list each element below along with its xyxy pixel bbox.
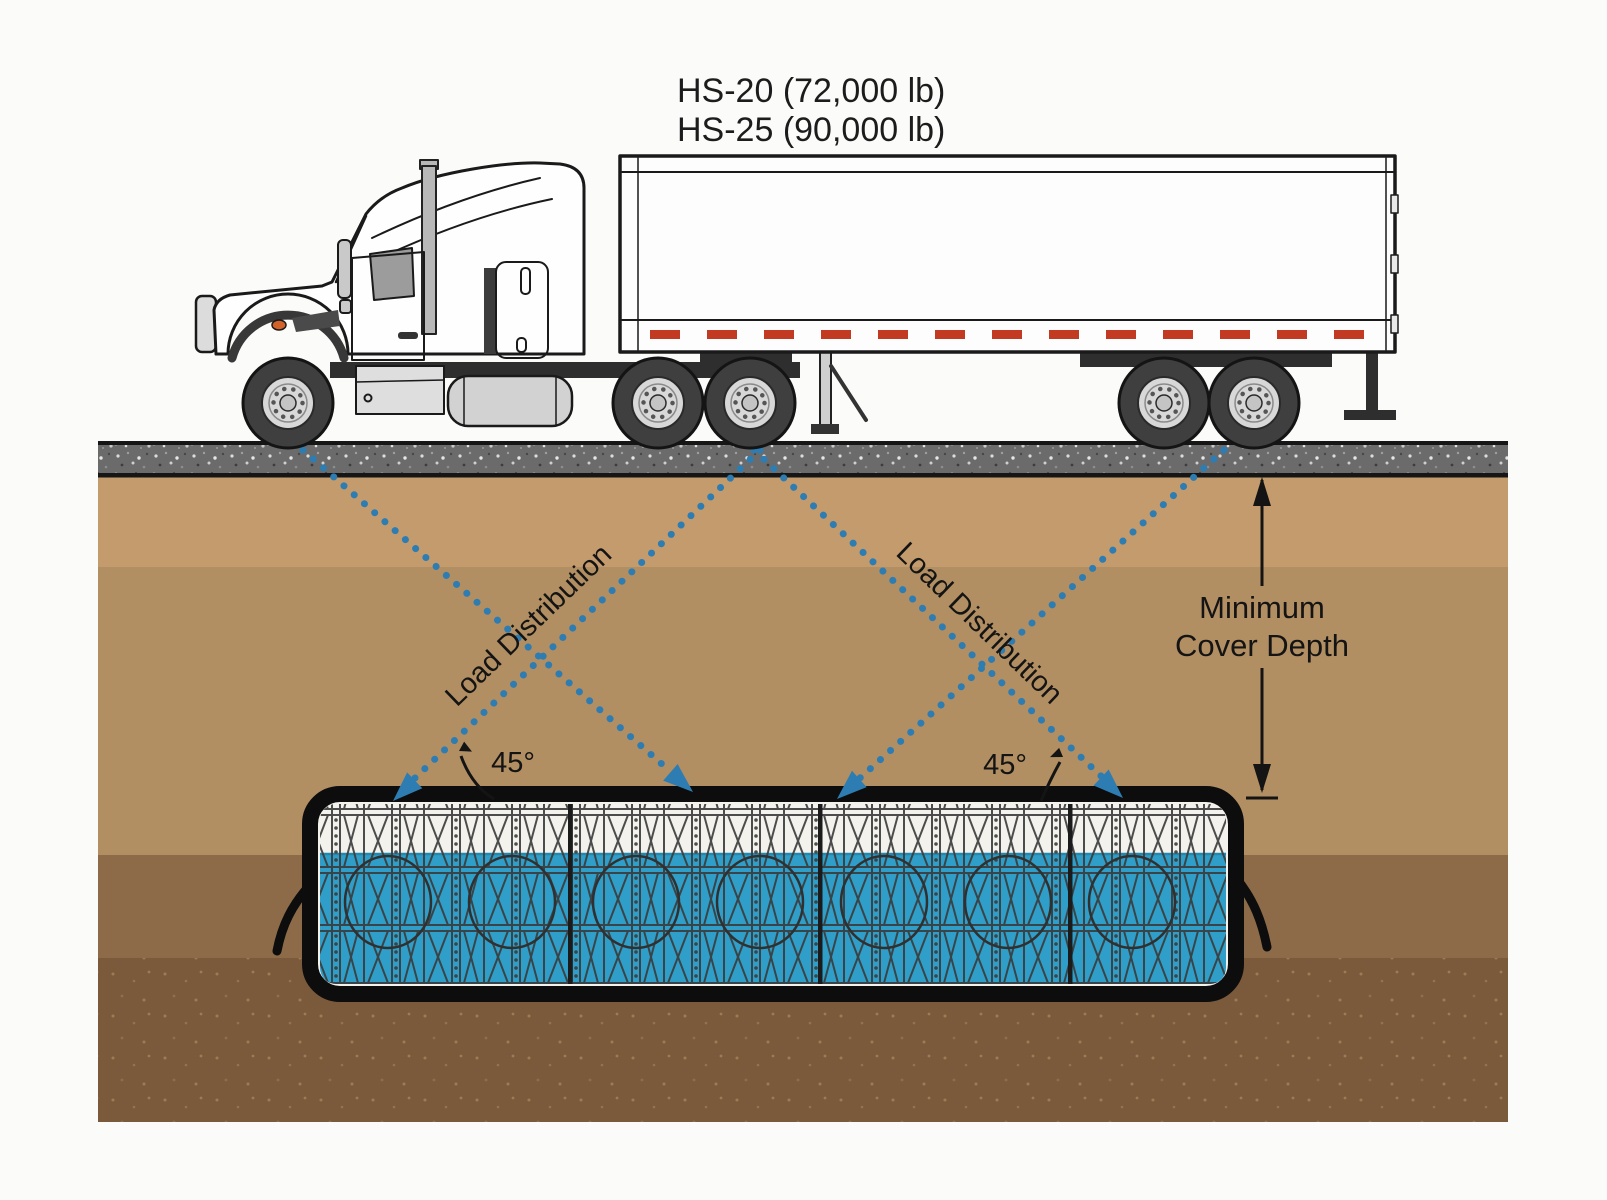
load-line-down-right-left bbox=[299, 446, 675, 776]
hood-vent bbox=[292, 310, 340, 332]
angle-arc-arrowhead bbox=[459, 741, 472, 752]
conspicuity-markings bbox=[650, 330, 1364, 339]
module-dividers bbox=[568, 804, 1073, 984]
landing-gear-leg bbox=[819, 351, 832, 427]
semi-truck bbox=[194, 154, 1399, 450]
angle-annotation-right: 45° bbox=[983, 747, 1063, 802]
load-arrowhead bbox=[1093, 769, 1123, 798]
fuel-tank bbox=[446, 374, 574, 428]
min-cover-label-line1: Minimum bbox=[1199, 590, 1325, 625]
roof-fairing-line bbox=[379, 198, 553, 259]
angle-annotation-left: 45° bbox=[459, 741, 535, 801]
landing-gear-foot bbox=[811, 424, 839, 434]
wheel-steer bbox=[241, 356, 335, 450]
dimension-arrow-down bbox=[1253, 764, 1271, 793]
wheels bbox=[241, 356, 1301, 450]
load-line-down-left-left bbox=[411, 446, 764, 782]
load-distribution-lines bbox=[299, 446, 1228, 801]
trailer-door-hinges bbox=[1390, 194, 1399, 334]
side-mirror bbox=[337, 239, 352, 299]
wheel-drive-2 bbox=[703, 356, 797, 450]
angle-label-left: 45° bbox=[491, 747, 535, 779]
step-box-latch bbox=[363, 393, 373, 403]
trailer-box bbox=[618, 154, 1397, 354]
load-arrowhead bbox=[663, 763, 693, 792]
sleeper-door bbox=[495, 261, 549, 359]
sleeper-door-latch bbox=[516, 337, 527, 353]
crate-circles bbox=[343, 854, 1177, 950]
road-bottom-edge bbox=[98, 473, 1508, 478]
angle-label-right: 45° bbox=[983, 749, 1027, 781]
side-window bbox=[369, 247, 415, 301]
crate-lattice bbox=[320, 804, 1226, 984]
title: HS-20 (72,000 lb) HS-25 (90,000 lb) bbox=[677, 72, 945, 149]
min-cover-depth-dimension: Minimum Cover Depth bbox=[1175, 477, 1349, 800]
angle-arc-arrowhead bbox=[1050, 747, 1063, 758]
door-handle bbox=[398, 332, 418, 339]
underride-guard-bar bbox=[1344, 410, 1396, 420]
angle-arc-right bbox=[1039, 761, 1062, 802]
step-box bbox=[355, 365, 445, 415]
marker-light bbox=[271, 319, 287, 331]
trailer-suspension bbox=[1080, 352, 1332, 367]
storage-unit bbox=[272, 786, 1272, 1002]
dimension-arrow-up bbox=[1253, 477, 1271, 506]
underride-guard-post bbox=[1366, 352, 1378, 416]
load-line-down-right-right bbox=[750, 446, 1105, 780]
exhaust-stack bbox=[421, 165, 437, 335]
load-arrowhead bbox=[837, 770, 867, 799]
load-arrowhead bbox=[393, 772, 423, 801]
angle-arc-left bbox=[459, 755, 495, 801]
cab-door bbox=[351, 251, 425, 361]
roof-fairing-line bbox=[371, 177, 541, 239]
landing-gear-brace bbox=[829, 364, 868, 422]
load-line-down-left-right bbox=[856, 446, 1228, 782]
wheel-drive-1 bbox=[611, 356, 705, 450]
spot-mirror bbox=[339, 299, 352, 314]
wheel-trailer-1 bbox=[1117, 356, 1211, 450]
min-cover-label-line2: Cover Depth bbox=[1175, 628, 1349, 663]
tractor-cab bbox=[194, 159, 590, 428]
title-line-1: HS-20 (72,000 lb) bbox=[677, 72, 945, 110]
step-box-seam bbox=[355, 379, 445, 383]
soil-layer-1 bbox=[98, 477, 1508, 567]
wheel-trailer-2 bbox=[1207, 356, 1301, 450]
cab-rear-trim bbox=[484, 268, 496, 354]
sleeper-door-vent bbox=[520, 267, 531, 295]
title-line-2: HS-25 (90,000 lb) bbox=[677, 111, 945, 149]
asphalt-band bbox=[98, 443, 1508, 477]
road-top-edge bbox=[98, 441, 1508, 445]
road-surface bbox=[98, 441, 1508, 478]
front-bumper bbox=[194, 294, 218, 354]
front-fender bbox=[227, 310, 349, 363]
